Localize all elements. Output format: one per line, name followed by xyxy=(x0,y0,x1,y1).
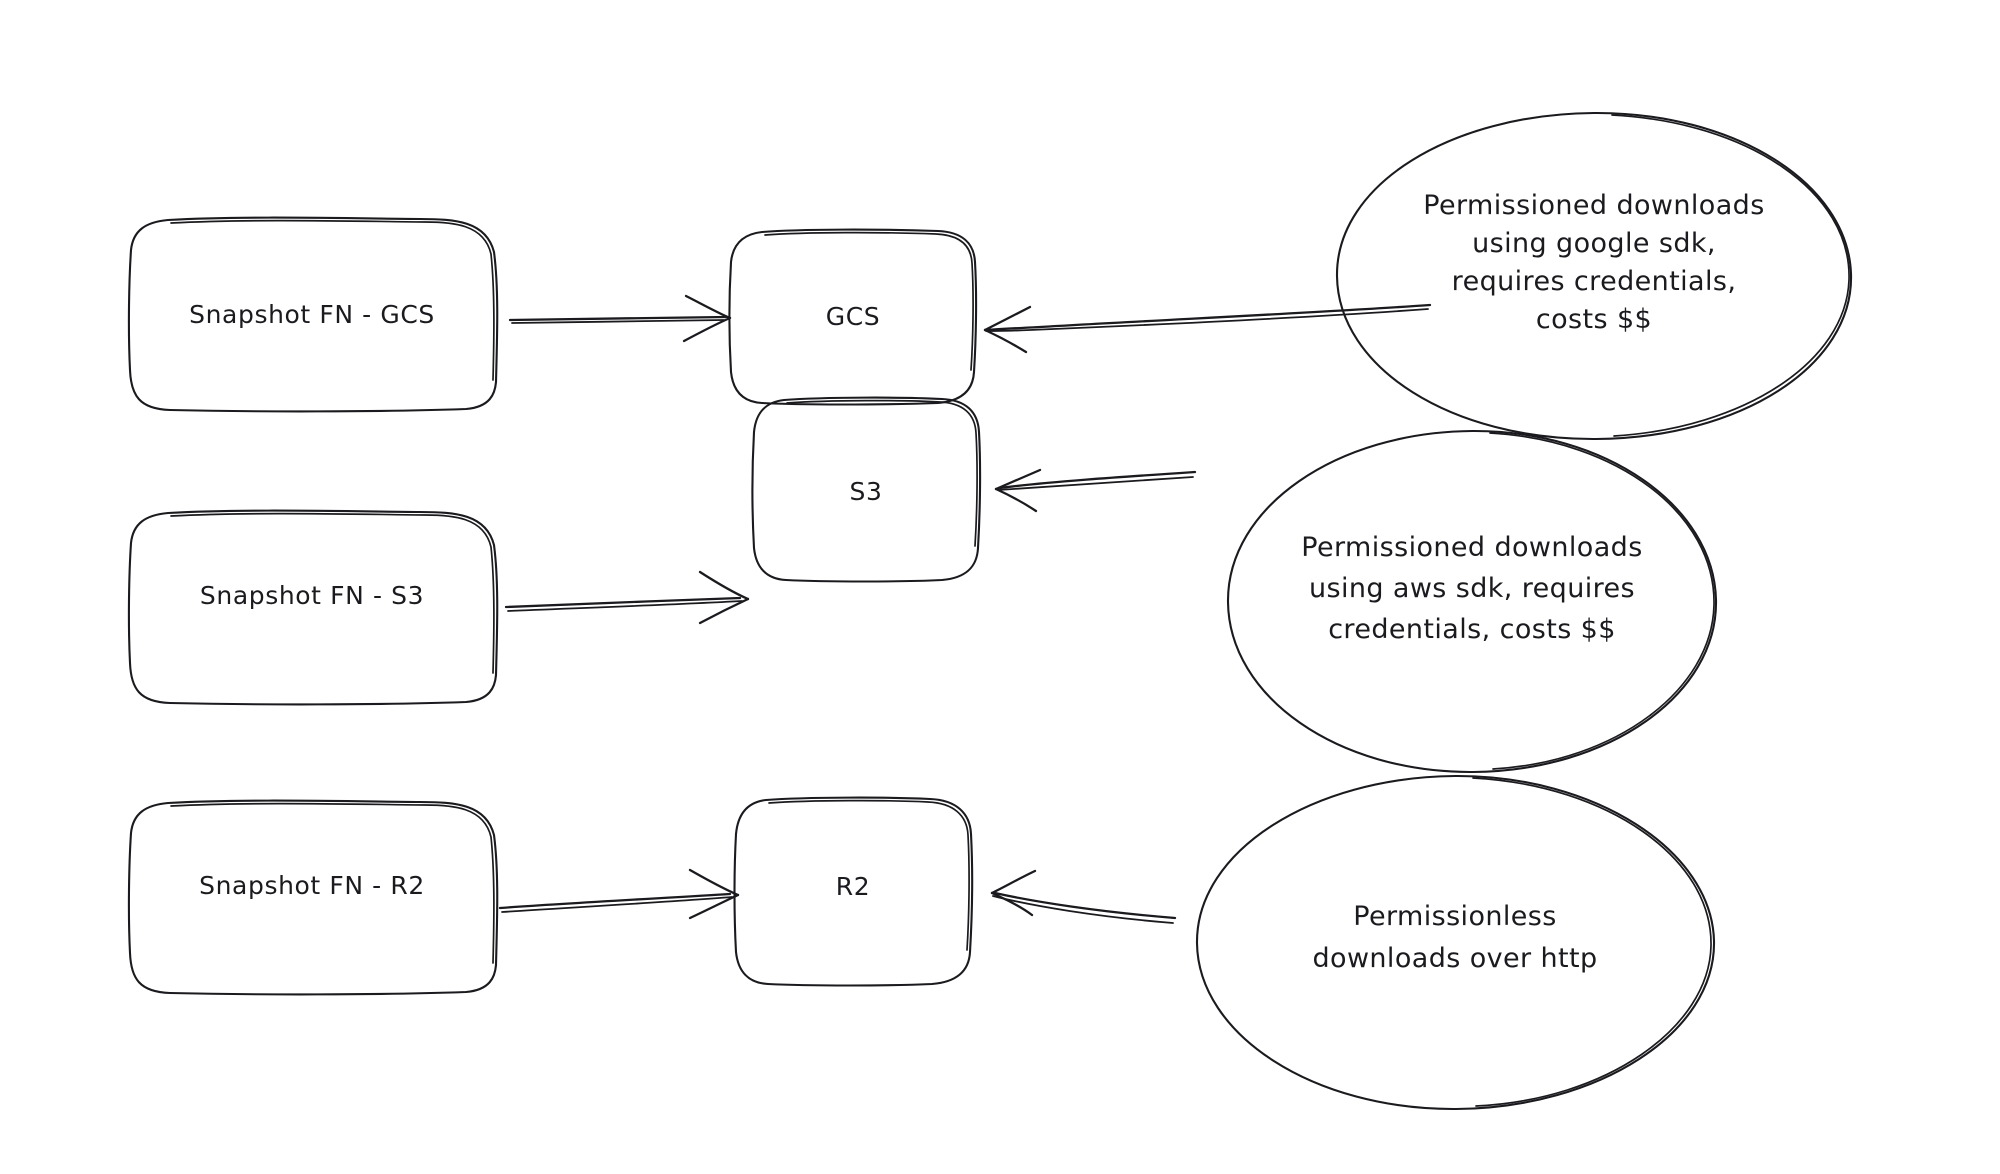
edge-note-r2-to-r2 xyxy=(990,869,1177,924)
node-label-gcs: GCS xyxy=(826,302,881,331)
node-snapshot-fn-gcs[interactable]: Snapshot FN - GCS xyxy=(127,216,499,413)
edge-snapshot-s3-to-s3 xyxy=(504,570,750,625)
node-snapshot-fn-s3[interactable]: Snapshot FN - S3 xyxy=(127,509,499,706)
note-line-3: credentials, costs $$ xyxy=(1328,614,1616,645)
note-ellipse-gcs[interactable]: Permissioned downloads using google sdk,… xyxy=(1335,111,1853,441)
arrowhead-upper xyxy=(990,869,1037,895)
arrowhead-lower xyxy=(682,316,732,343)
note-line-3: requires credentials, xyxy=(1452,266,1737,297)
arrowhead-upper xyxy=(698,570,750,601)
node-r2[interactable]: R2 xyxy=(733,796,974,987)
arrowhead-lower xyxy=(983,328,1028,354)
edge-note-s3-to-s3 xyxy=(994,468,1197,513)
arrowhead-upper xyxy=(994,468,1042,491)
note-line-2: using aws sdk, requires xyxy=(1309,573,1635,604)
node-s3[interactable]: S3 xyxy=(751,396,982,583)
node-snapshot-fn-r2[interactable]: Snapshot FN - R2 xyxy=(127,799,499,996)
arrowhead-upper xyxy=(983,305,1032,332)
arrowhead-lower xyxy=(698,597,750,625)
node-label-r2: R2 xyxy=(836,872,870,901)
note-ellipse-r2[interactable]: Permissionless downloads over http xyxy=(1195,774,1716,1111)
edge-snapshot-r2-to-r2 xyxy=(498,868,740,920)
node-gcs[interactable]: GCS xyxy=(728,228,978,406)
edge-snapshot-gcs-to-gcs xyxy=(508,294,732,343)
arrowhead-upper xyxy=(684,294,732,320)
node-label-snapshot-fn-r2: Snapshot FN - R2 xyxy=(199,871,425,900)
note-ellipse-s3[interactable]: Permissioned downloads using aws sdk, re… xyxy=(1226,429,1718,774)
arrowhead-lower xyxy=(994,487,1038,513)
node-label-snapshot-fn-s3: Snapshot FN - S3 xyxy=(200,581,424,610)
node-label-snapshot-fn-gcs: Snapshot FN - GCS xyxy=(189,300,435,329)
note-line-2: downloads over http xyxy=(1312,943,1597,974)
note-line-1: Permissioned downloads xyxy=(1301,532,1642,563)
node-label-s3: S3 xyxy=(850,477,883,506)
note-line-1: Permissionless xyxy=(1353,901,1556,932)
note-line-1: Permissioned downloads xyxy=(1423,190,1764,221)
note-line-4: costs $$ xyxy=(1536,304,1652,335)
arrowhead-lower xyxy=(990,891,1034,917)
edge-note-gcs-to-gcs xyxy=(983,303,1432,354)
note-line-2: using google sdk, xyxy=(1472,228,1716,259)
arrowhead-upper xyxy=(688,868,740,897)
